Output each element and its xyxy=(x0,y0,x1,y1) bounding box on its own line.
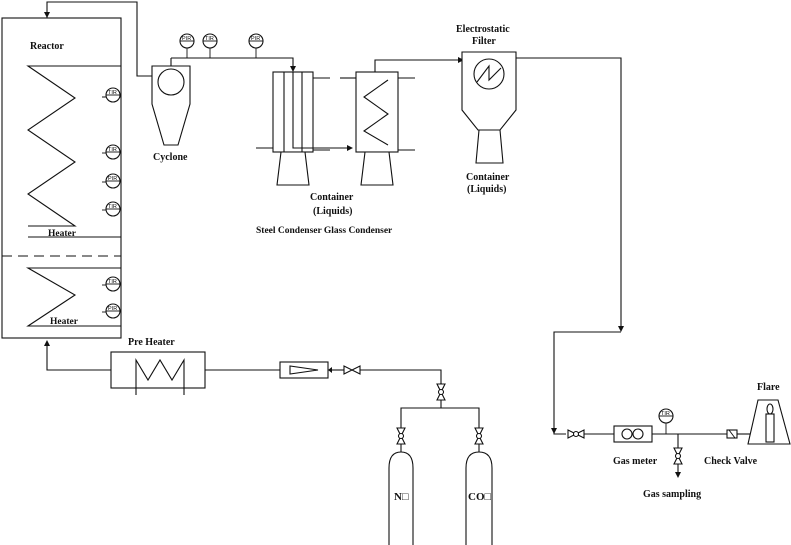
arrow-icon xyxy=(44,12,50,18)
reactor-label: Reactor xyxy=(30,41,64,52)
tir-reactor-3-label: TIR xyxy=(108,204,117,210)
container-liquids-2-label: Container xyxy=(466,172,510,183)
pir-1-label: PIR xyxy=(182,36,191,42)
pre-heater-label: Pre Heater xyxy=(128,337,175,348)
pir-reactor-label: PIR xyxy=(108,176,117,182)
gas-meter-dial-icon xyxy=(621,428,633,440)
tir-reactor-1-label: TIR xyxy=(108,90,117,96)
condensers-label: Steel Condenser Glass Condenser xyxy=(256,226,393,236)
pre-heater-box xyxy=(110,351,206,389)
feed-valve-icon xyxy=(343,365,361,375)
reactor-instruments: TIR TIR PIR TIR TIR PIR xyxy=(102,87,121,319)
container-liquids-1b-label: (Liquids) xyxy=(313,206,352,217)
arrow-icon xyxy=(458,57,464,63)
manifold-valve-icon xyxy=(436,383,446,401)
electrostatic-label-1: Electrostatic xyxy=(456,24,510,35)
tir-reactor-4-label: TIR xyxy=(108,279,117,285)
electrostatic-filter xyxy=(461,51,624,332)
arrow-icon xyxy=(290,66,296,72)
co2-cylinder xyxy=(465,451,493,545)
gas-sampling-label: Gas sampling xyxy=(643,489,701,500)
pir-reactor-2-label: PIR xyxy=(108,306,117,312)
flame-icon xyxy=(766,403,774,415)
sampling-valve-icon xyxy=(673,447,683,465)
arrow-icon xyxy=(675,472,681,478)
arrow-icon xyxy=(618,326,624,332)
gas-meter-dial-icon xyxy=(632,428,644,440)
heater-lower-label: Heater xyxy=(50,317,79,327)
arrow-icon xyxy=(328,367,332,373)
check-valve-icon xyxy=(726,429,738,439)
heater-upper-label: Heater xyxy=(48,229,77,239)
pir-2-label: PIR xyxy=(251,36,260,42)
cyclone-label: Cyclone xyxy=(153,152,188,163)
reactor xyxy=(1,1,138,339)
arrow-icon xyxy=(44,340,50,346)
steel-condenser xyxy=(256,71,353,186)
check-valve-label: Check Valve xyxy=(704,456,758,467)
flowmeter-float-icon xyxy=(289,365,319,375)
gas-line: TIR xyxy=(551,331,791,478)
n2-cylinder xyxy=(388,451,414,545)
tir-gas-label: TIR xyxy=(661,411,670,417)
gas-valve-icon xyxy=(567,429,585,439)
n2-label: N□ xyxy=(394,491,409,503)
tir-1-label: TIR xyxy=(205,36,214,42)
container-liquids-2b-label: (Liquids) xyxy=(467,184,506,195)
co2-label: CO□ xyxy=(468,491,492,503)
glass-condenser xyxy=(340,57,464,186)
co2-valve-icon xyxy=(474,427,484,445)
arrow-icon xyxy=(347,145,353,151)
flare xyxy=(747,399,791,445)
feed-line xyxy=(44,340,493,545)
cyclone-instruments: PIR TIR PIR xyxy=(179,33,264,58)
flare-label: Flare xyxy=(757,382,780,393)
container-liquids-1-label: Container xyxy=(310,192,354,203)
cyclone xyxy=(136,57,296,146)
electrostatic-label-2: Filter xyxy=(472,36,496,47)
tir-reactor-2-label: TIR xyxy=(108,147,117,153)
n2-valve-icon xyxy=(396,427,406,445)
gas-meter-label: Gas meter xyxy=(613,456,658,467)
arrow-icon xyxy=(551,428,557,434)
